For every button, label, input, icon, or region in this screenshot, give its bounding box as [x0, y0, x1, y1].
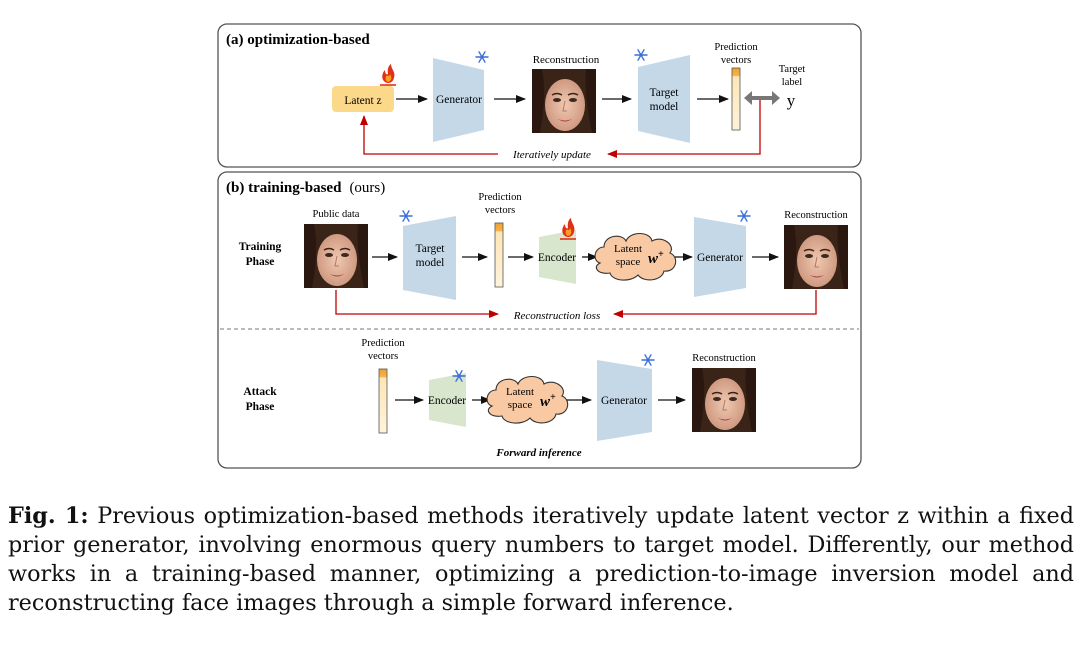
- target-model-label-1: Target: [650, 87, 680, 99]
- target-model-shape: [403, 216, 456, 300]
- attack-w-plus-sup: +: [550, 392, 556, 403]
- attack-phase-label-2: Phase: [246, 401, 275, 413]
- training-phase-label-1: Training: [239, 241, 282, 253]
- caption-label: Fig. 1:: [8, 503, 89, 529]
- target-model-label-1: Target: [416, 243, 446, 255]
- panel-b-title: (b) training-based (ours): [226, 180, 385, 196]
- latent-space-label-1: Latent: [614, 243, 642, 255]
- snowflake-icon: [737, 210, 751, 222]
- diagram: (a) optimization-based Latent z Generato…: [217, 23, 862, 469]
- snowflake-icon: [475, 51, 489, 63]
- prediction-vectors-label-2: vectors: [721, 55, 751, 66]
- target-label-2: label: [782, 77, 802, 88]
- forward-inference-label: Forward inference: [495, 447, 581, 459]
- latent-z-box: [332, 86, 394, 112]
- attack-w-plus-label: w+: [540, 392, 556, 410]
- caption-text: Previous optimization-based methods iter…: [8, 503, 1074, 616]
- w-plus-sup: +: [658, 249, 664, 260]
- public-data-label: Public data: [313, 209, 360, 220]
- prediction-vector-bar: [494, 222, 504, 288]
- w-plus-label: w+: [648, 249, 664, 267]
- panel-a-title: (a) optimization-based: [226, 32, 370, 48]
- encoder-shape: [429, 373, 466, 427]
- face-image: [691, 367, 757, 433]
- attack-phase-label-1: Attack: [243, 386, 277, 398]
- encoder-shape: [539, 230, 576, 284]
- generator-label: Generator: [697, 252, 743, 264]
- attack-w-plus-w: w: [540, 394, 551, 410]
- target-model-label-2: model: [416, 257, 445, 269]
- target-model-label-2: model: [650, 101, 679, 113]
- attack-latent-label-2: space: [508, 399, 533, 411]
- face-image: [303, 223, 369, 289]
- attack-prediction-vectors-label-2: vectors: [368, 351, 398, 362]
- attack-encoder-label: Encoder: [428, 395, 466, 407]
- target-label-y: y: [787, 91, 796, 110]
- reconstruction-label: Reconstruction: [533, 54, 600, 66]
- target-label-1: Target: [779, 64, 806, 75]
- iteratively-update-label: Iteratively update: [512, 149, 591, 161]
- encoder-label: Encoder: [538, 252, 576, 264]
- attack-generator-label: Generator: [601, 395, 647, 407]
- w-plus-w: w: [648, 251, 659, 267]
- latent-space-label-2: space: [616, 256, 641, 268]
- attack-latent-label-1: Latent: [506, 386, 534, 398]
- prediction-vectors-label-1: Prediction: [714, 42, 758, 53]
- target-model-shape: [638, 55, 690, 143]
- face-image: [783, 224, 849, 290]
- attack-reconstruction-label: Reconstruction: [692, 353, 756, 364]
- panel-b: (b) training-based(ours) Training Phase …: [217, 171, 862, 469]
- prediction-vector-bar: [731, 67, 741, 131]
- face-image: [531, 68, 597, 134]
- snowflake-icon: [641, 354, 655, 366]
- panel-b-title-bold: (b) training-based: [226, 180, 342, 196]
- training-phase-label-2: Phase: [246, 256, 275, 268]
- latent-z-label: Latent z: [344, 95, 381, 107]
- panel-b-title-ours: (ours): [349, 180, 385, 196]
- fire-icon: [379, 63, 397, 86]
- generator-label: Generator: [436, 94, 482, 106]
- reconstruction-label: Reconstruction: [784, 210, 848, 221]
- generator-shape: [597, 360, 652, 441]
- snowflake-icon: [399, 210, 413, 222]
- reconstruction-loss-label: Reconstruction loss: [513, 310, 600, 322]
- generator-shape: [694, 217, 746, 297]
- prediction-vectors-label-1: Prediction: [478, 192, 522, 203]
- snowflake-icon: [634, 49, 648, 61]
- attack-prediction-vectors-label-1: Prediction: [361, 338, 405, 349]
- generator-shape: [433, 58, 484, 142]
- prediction-vector-bar: [378, 368, 388, 434]
- prediction-vectors-label-2: vectors: [485, 205, 515, 216]
- figure-caption: Fig. 1: Previous optimization-based meth…: [8, 502, 1074, 618]
- panel-a: (a) optimization-based Latent z Generato…: [217, 23, 862, 168]
